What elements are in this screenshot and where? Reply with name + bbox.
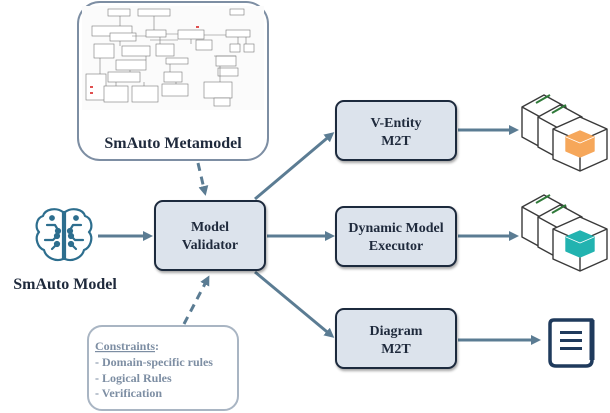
arrow-validator-to-diagram xyxy=(254,270,335,338)
ventity-label-line2: M2T xyxy=(381,134,411,149)
metamodel-panel: SmAuto Metamodel xyxy=(77,1,269,161)
arrows xyxy=(98,125,541,345)
metamodel-caption: SmAuto Metamodel xyxy=(104,135,242,152)
constraints-title: Constraints xyxy=(95,339,155,353)
arrow-constraints-to-validator xyxy=(182,275,210,325)
validator-label-line1: Model xyxy=(191,220,229,235)
executor-label-line2: Executor xyxy=(369,239,423,254)
document-icon xyxy=(548,318,595,368)
constraints-panel: Constraints: - Domain-specific rules - L… xyxy=(87,325,239,411)
stacked-cubes-orange-icon xyxy=(521,94,608,172)
arrow-metamodel-to-validator xyxy=(196,162,209,196)
ventity-label-line1: V-Entity xyxy=(370,116,421,131)
diagram-m2t-box: Diagram M2T xyxy=(335,308,457,369)
constraints-colon: : xyxy=(155,339,159,353)
constraint-item: - Verification xyxy=(95,386,162,400)
uml-diagram-thumbnail xyxy=(82,6,264,110)
ventity-m2t-box: V-Entity M2T xyxy=(335,100,457,161)
arrow-validator-to-ventity xyxy=(254,132,335,201)
model-validator-box: Model Validator xyxy=(154,200,266,271)
diagram-label-line2: M2T xyxy=(381,342,411,357)
executor-label-line1: Dynamic Model xyxy=(348,221,443,236)
model-caption: SmAuto Model xyxy=(13,276,117,293)
constraints-title-line: Constraints: xyxy=(95,339,159,353)
constraint-item: - Domain-specific rules xyxy=(95,355,213,369)
stacked-cubes-teal-icon xyxy=(521,194,608,272)
brain-circuit-icon xyxy=(35,208,93,262)
diagram-label-line1: Diagram xyxy=(370,324,423,339)
constraint-item: - Logical Rules xyxy=(95,371,172,385)
validator-label-line2: Validator xyxy=(182,238,238,253)
dynamic-model-executor-box: Dynamic Model Executor xyxy=(335,206,457,267)
